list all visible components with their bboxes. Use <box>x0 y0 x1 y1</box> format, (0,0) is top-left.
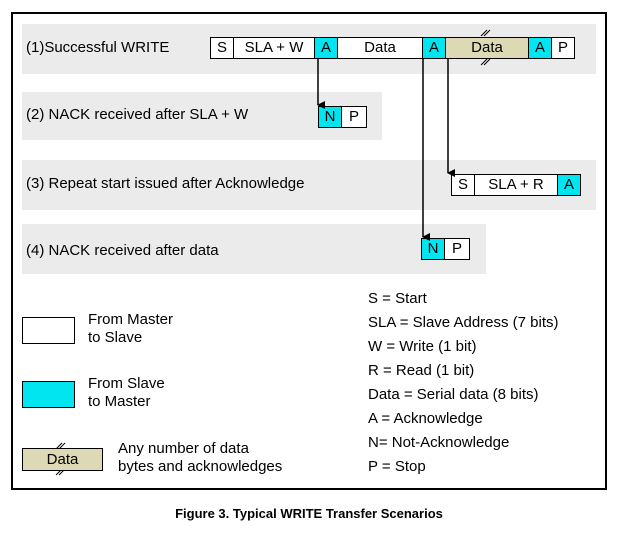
s1-ack-cell-3: A <box>528 37 552 59</box>
s4-nack-cell: N <box>421 238 445 260</box>
legend-master-text: From Master to Slave <box>88 311 173 347</box>
abbrev-sla: SLA = Slave Address (7 bits) <box>368 314 559 331</box>
legend-data-line: Any number of data bytes and acknowledge… <box>118 440 283 475</box>
s1-start-cell: S <box>210 37 234 59</box>
scenario-4-band <box>22 224 486 274</box>
legend-master-swatch <box>22 317 75 344</box>
legend-data-label: Data <box>46 451 79 468</box>
legend-slave-text: From Slave to Master <box>88 375 165 411</box>
abbrev-nack: N= Not-Acknowledge <box>368 434 510 451</box>
s1-ack-cell-1: A <box>314 37 338 59</box>
abbrev-start: S = Start <box>368 290 427 307</box>
abbrev-stop: P = Stop <box>368 458 426 475</box>
legend-slave-swatch <box>22 381 75 408</box>
s1-sla-w-cell: SLA + W <box>233 37 315 59</box>
s2-stop-cell: P <box>341 106 367 128</box>
figure-caption: Figure 3. Typical WRITE Transfer Scenari… <box>175 506 443 521</box>
legend-master-line: From Master to Slave <box>88 311 174 346</box>
abbrev-read: R = Read (1 bit) <box>368 362 475 379</box>
abbrev-ack: A = Acknowledge <box>368 410 483 427</box>
scenario-1-label: (1)Successful WRITE <box>26 39 170 56</box>
abbrev-data: Data = Serial data (8 bits) <box>368 386 539 403</box>
legend-data-text: Any number of data bytes and acknowledge… <box>118 440 282 476</box>
legend-data-swatch: Data <box>22 448 103 471</box>
legend-slave-line: From Slave to Master <box>88 375 165 410</box>
s3-sla-r-cell: SLA + R <box>474 174 558 196</box>
s2-nack-cell: N <box>318 106 342 128</box>
s1-data-cell: Data <box>337 37 423 59</box>
s1-data-repeat-cell: Data <box>445 37 529 59</box>
s3-ack-cell: A <box>557 174 581 196</box>
scenario-3-label: (3) Repeat start issued after Acknowledg… <box>26 175 305 192</box>
abbrev-write: W = Write (1 bit) <box>368 338 477 355</box>
s3-start-cell: S <box>451 174 475 196</box>
scenario-2-label: (2) NACK received after SLA + W <box>26 106 249 123</box>
s1-stop-cell: P <box>551 37 575 59</box>
s1-ack-cell-2: A <box>422 37 446 59</box>
s4-stop-cell: P <box>444 238 470 260</box>
scenario-4-label: (4) NACK received after data <box>26 242 219 259</box>
